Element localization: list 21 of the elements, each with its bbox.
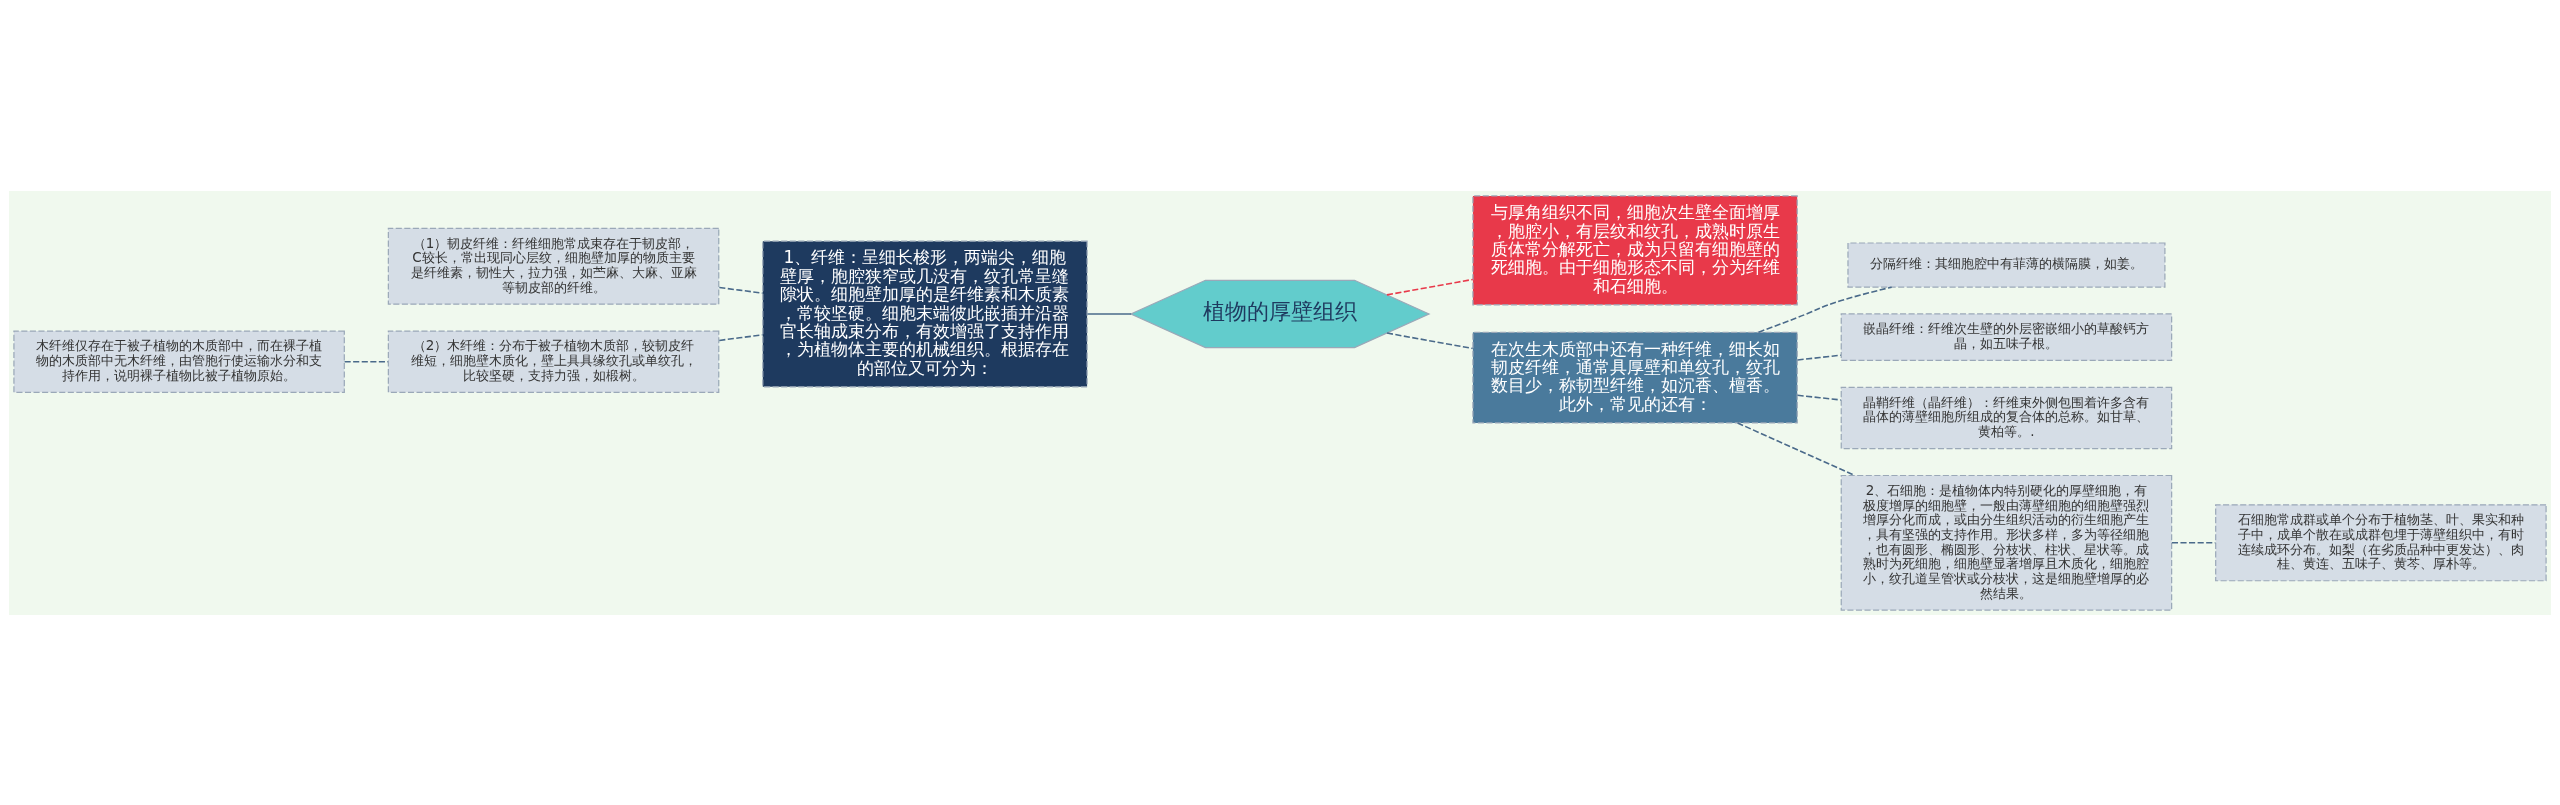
node-box: 嵌晶纤维：纤维次生壁的外层密嵌细小的草酸钙方晶，如五味子根。: [1840, 312, 2173, 361]
connector: [1386, 331, 1474, 349]
connector: [1796, 353, 1842, 361]
node-box: 分隔纤维：其细胞腔中有菲薄的横隔膜，如姜。: [1847, 241, 2166, 288]
connector: [1736, 421, 1856, 476]
connector: [1386, 278, 1474, 296]
node-box: 1、纤维：呈细长梭形，两端尖，细胞壁厚，胞腔狭窄或几没有，纹孔常呈缝隙状。细胞壁加厚的是纤维素和木质素，常较坚硬。细胞末端彼此嵌插并沿器官长轴成束分布，有效增强了支持作用，为植物体主要的机械组织。根据存在的部位又可分为：: [762, 240, 1088, 387]
node-box: 木纤维仅存在于被子植物的木质部中，而在裸子植物的木质部中无木纤维，由管胞行使运输水分和支持作用，说明裸子植物比被子植物原始。: [13, 330, 345, 393]
connector: [1796, 393, 1842, 401]
node-box: （1）韧皮纤维：纤维细胞常成束存在于韧皮部，C较长，常出现同心层纹，细胞壁加厚的物质主要是纤维素，韧性大，拉力强，如苎麻、大麻、亚麻等韧皮部的纤维。: [387, 227, 720, 305]
node-box: 2、石细胞：是植物体内特别硬化的厚壁细胞，有极度增厚的细胞壁，一般由薄壁细胞的细胞壁强烈增厚分化而成，或由分生组织活动的衍生细胞产生，具有坚强的支持作用。形状多样，多为等径细胞，也有圆形、椭圆形、分枝状、柱状、星状等。成熟时为死细胞，细胞壁显著增厚且木质化，细胞腔小，纹孔道呈管状或分枝状，这是细胞壁增厚的必然结果。: [1840, 474, 2173, 611]
connector: [343, 360, 389, 362]
node-box: 石细胞常成群或单个分布于植物茎、叶、果实和种子中，成单个散在或成群包埋于薄壁组织中，有时连续成环分布。如梨（在劣质品种中更发达）、肉桂、黄连、五味子、黄芩、厚朴等。: [2215, 503, 2547, 581]
node-box: 与厚角组织不同，细胞次生壁全面增厚，胞腔小，有层纹和纹孔，成熟时原生质体常分解死亡，成为只留有细胞壁的死细胞。由于细胞形态不同，分为纤维和石细胞。: [1472, 194, 1798, 305]
connector: [1086, 312, 1132, 315]
node-box: （2）木纤维：分布于被子植物木质部，较韧皮纤维短，细胞壁木质化，壁上具具缘纹孔或单纹孔，比较坚硬，支持力强，如椴树。: [387, 330, 720, 393]
connector: [1757, 285, 1893, 333]
connector: [718, 333, 764, 341]
node-box: 晶鞘纤维（晶纤维）：纤维束外侧包围着许多含有晶体的薄壁细胞所组成的复合体的总称。如甘草、黄柏等。.: [1840, 386, 2173, 449]
connector: [718, 286, 764, 294]
node-box: 在次生木质部中还有一种纤维，细长如韧皮纤维，通常具厚壁和单纹孔，纹孔数目少，称韧型纤维，如沉香、檀香。此外，常见的还有：: [1472, 331, 1798, 423]
